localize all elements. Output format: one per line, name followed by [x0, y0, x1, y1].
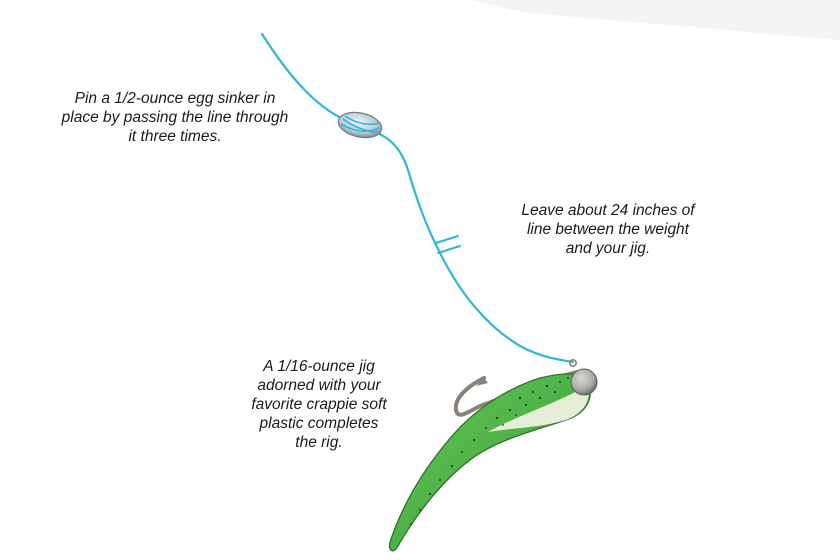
callout-line: and your jig. — [565, 240, 651, 257]
callout-line: Pin a 1/2-ounce egg sinker in — [74, 90, 276, 107]
callout-line: the rig. — [295, 434, 343, 451]
egg-sinker — [337, 111, 383, 139]
fishing-line — [260, 32, 575, 364]
hook-barb — [476, 378, 488, 386]
callout-egg-sinker: Pin a 1/2-ounce egg sinker in place by p… — [30, 89, 320, 146]
callout-jig: A 1/16-ounce jig adorned with your favor… — [214, 357, 424, 452]
callout-leader-length: Leave about 24 inches of line between th… — [488, 201, 728, 258]
soft-plastic-lure — [389, 373, 591, 552]
jig-eyelet — [568, 358, 577, 367]
background-corner-shade — [470, 0, 840, 40]
jig-head — [570, 368, 598, 396]
line-break-mark — [435, 235, 461, 254]
callout-line: plastic completes — [259, 415, 379, 432]
callout-line: A 1/16-ounce jig — [263, 358, 375, 375]
callout-line: adorned with your — [257, 377, 381, 394]
callout-line: it three times. — [128, 128, 222, 145]
callout-line: favorite crappie soft — [251, 396, 387, 413]
callout-line: Leave about 24 inches of — [521, 202, 695, 219]
callout-line: line between the weight — [526, 221, 689, 238]
callout-line: place by passing the line through — [61, 109, 289, 126]
